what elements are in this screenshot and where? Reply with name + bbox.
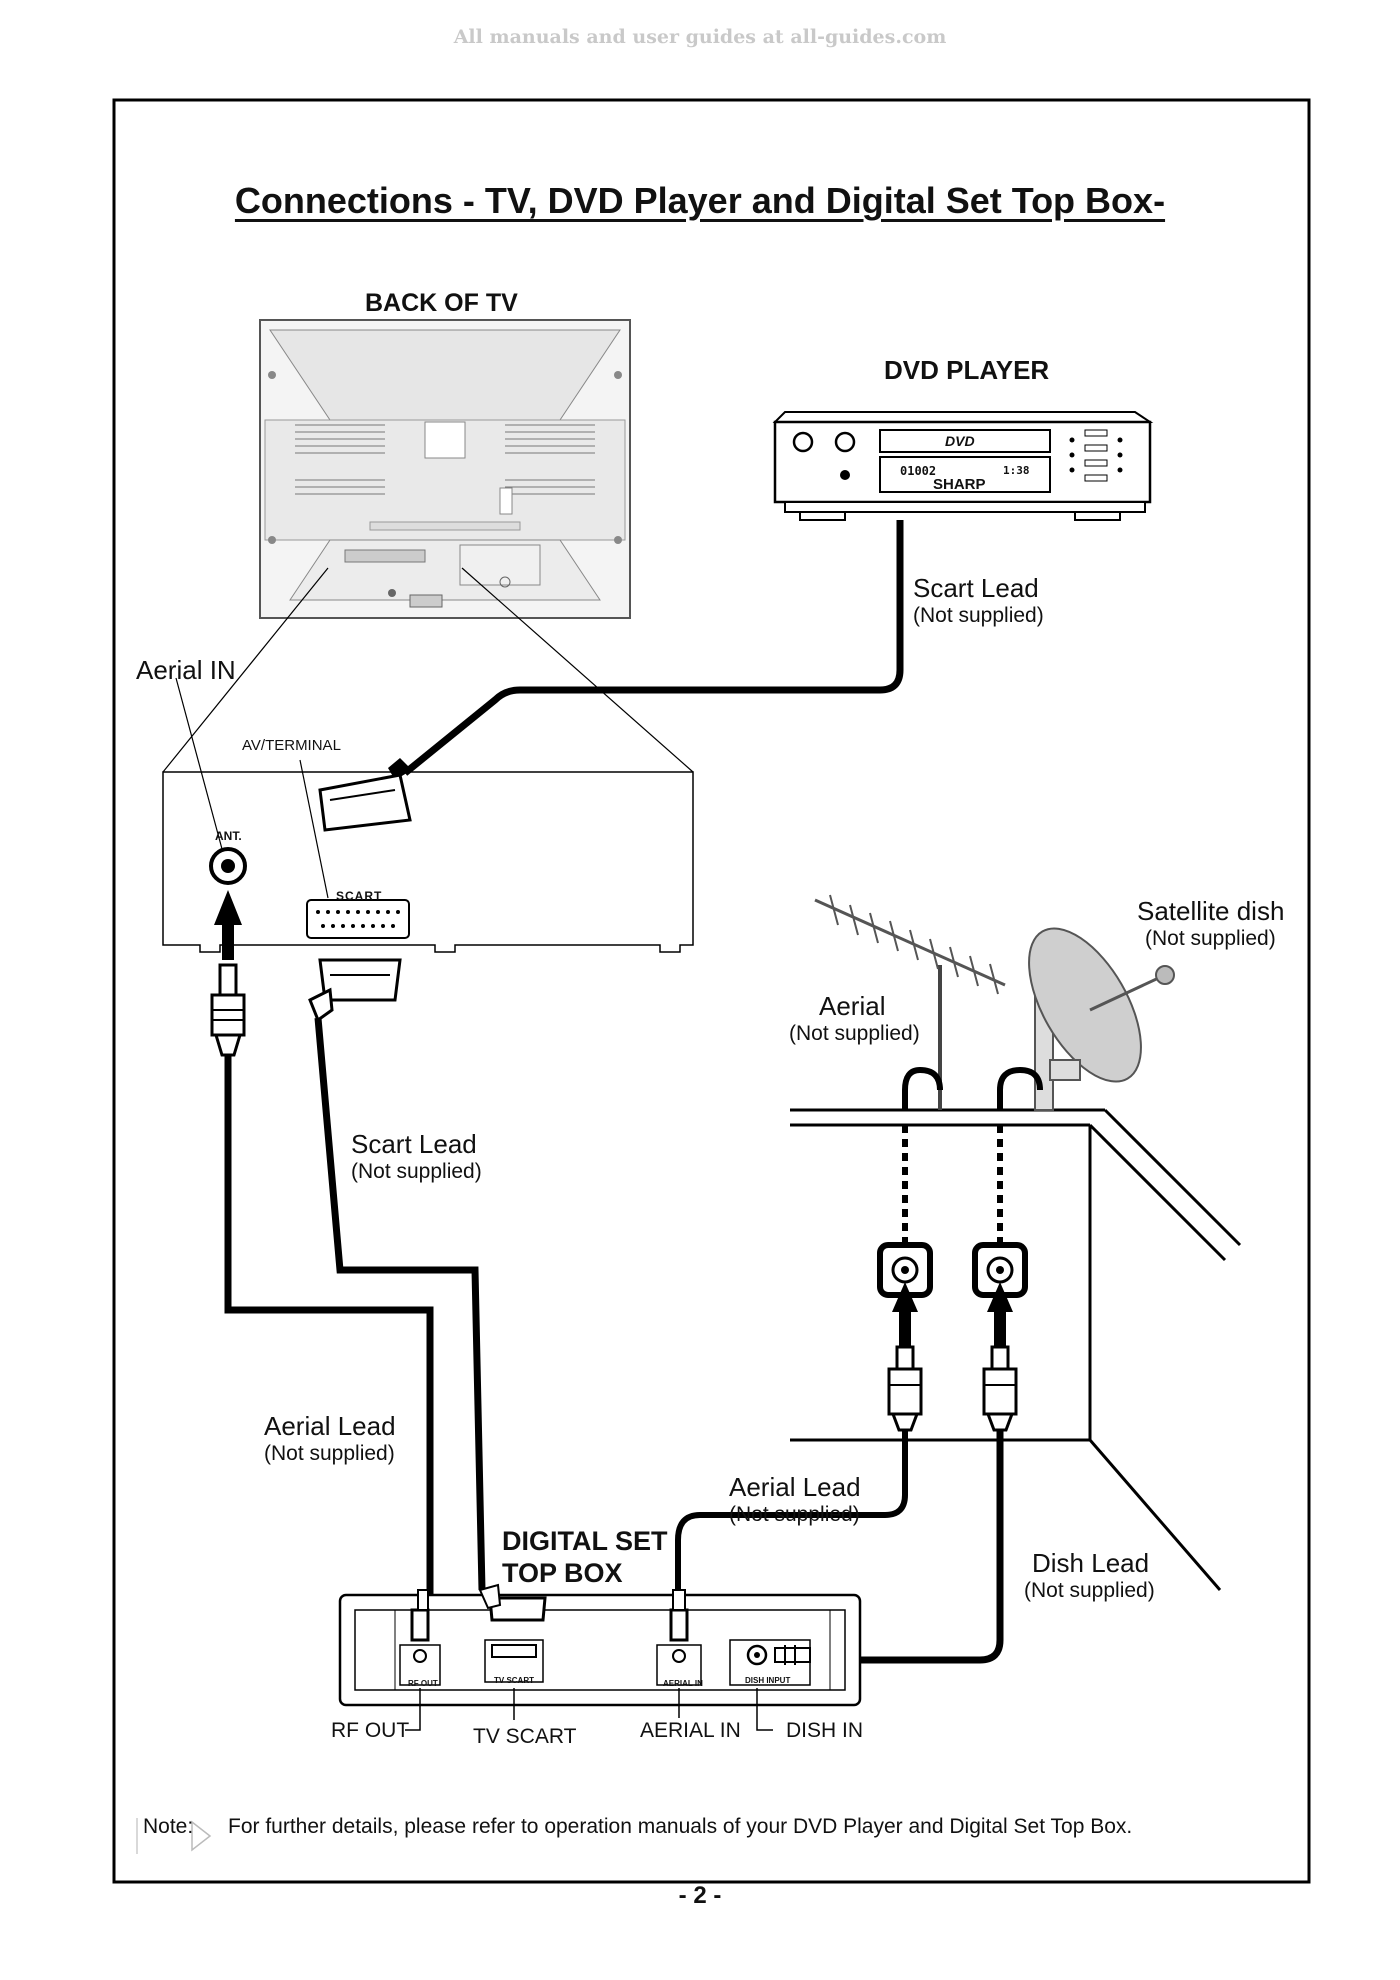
note-label: Note: xyxy=(143,1815,194,1838)
scart-label: SCART xyxy=(336,889,383,903)
scart-lead-dvd-tv xyxy=(402,520,904,776)
aerial-lead-right xyxy=(675,1430,908,1600)
aerial-plug-right xyxy=(887,1345,923,1432)
callout-rf-out: RF OUT xyxy=(331,1719,410,1742)
stb-port-dish-input: DISH INPUT xyxy=(745,1676,791,1685)
dvd-brand: SHARP xyxy=(933,476,986,493)
aerial-plug-left xyxy=(210,963,246,1057)
stb-port-rf-out: RF OUT xyxy=(408,1679,438,1688)
dvd-display-left: 01002 xyxy=(900,464,937,478)
scart-plug-top xyxy=(318,758,412,832)
scart-lead-mid-sub: (Not supplied) xyxy=(351,1160,482,1183)
stb-label-line1: DIGITAL SET xyxy=(502,1526,668,1556)
tv-label: BACK OF TV xyxy=(365,289,518,317)
ant-label: ANT. xyxy=(215,829,242,843)
aerial-cable xyxy=(902,1066,943,1110)
dish-lead-sub: (Not supplied) xyxy=(1024,1579,1155,1602)
scart-lead-mid-title: Scart Lead xyxy=(351,1129,477,1159)
page-title: Connections - TV, DVD Player and Digital… xyxy=(234,180,1166,221)
dvd-logo: DVD xyxy=(945,433,975,449)
stb-label-line2: TOP BOX xyxy=(502,1558,623,1588)
antenna-arrow xyxy=(214,890,242,960)
dvd-player-illustration xyxy=(772,411,1154,521)
av-terminal-label: AV/TERMINAL xyxy=(242,737,341,754)
aerial-in-label: Aerial IN xyxy=(136,655,236,685)
page-frame xyxy=(112,98,1311,1884)
dvd-display-right: 1:38 xyxy=(1003,464,1030,477)
house-roof xyxy=(790,1108,1242,1591)
satellite-title: Satellite dish xyxy=(1137,896,1285,926)
set-top-box xyxy=(338,1583,862,1731)
dish-cable xyxy=(997,1066,1043,1110)
page-number: - 2 - xyxy=(678,1882,722,1909)
stb-port-aerial-in: AERIAL IN xyxy=(663,1679,703,1688)
scart-plug-bottom xyxy=(308,958,402,1023)
stb-port-tv-scart: TV SCART xyxy=(494,1676,534,1685)
dish-plug-right xyxy=(982,1345,1018,1432)
satellite-sub: (Not supplied) xyxy=(1145,927,1276,950)
aerial-lead-left-sub: (Not supplied) xyxy=(264,1442,395,1465)
dish-lead-title: Dish Lead xyxy=(1032,1548,1150,1578)
aerial-lead-right-title: Aerial Lead xyxy=(729,1472,861,1502)
scart-lead-top-title: Scart Lead xyxy=(913,573,1039,603)
watermark: All manuals and user guides at all-guide… xyxy=(453,26,947,48)
callout-tv-scart: TV SCART xyxy=(473,1725,577,1748)
scart-lead-mid xyxy=(314,1017,486,1591)
dvd-label: DVD PLAYER xyxy=(884,355,1050,385)
callout-aerial-in: AERIAL IN xyxy=(640,1719,741,1742)
dish-lead xyxy=(810,1430,1004,1664)
scart-lead-top-sub: (Not supplied) xyxy=(913,604,1044,627)
scart-socket xyxy=(306,899,410,939)
callout-dish-in: DISH IN xyxy=(786,1719,864,1742)
aerial-lead-left xyxy=(224,1055,434,1630)
tv-back-illustration xyxy=(259,319,631,619)
aerial-lead-left-title: Aerial Lead xyxy=(264,1411,396,1441)
satellite-dish xyxy=(1028,927,1175,1111)
aerial-lead-right-sub: (Not supplied) xyxy=(729,1503,860,1526)
av-terminal-panel xyxy=(162,677,694,953)
aerial-sub: (Not supplied) xyxy=(789,1022,920,1045)
aerial-title: Aerial xyxy=(819,991,886,1021)
note-text: For further details, please refer to ope… xyxy=(228,1815,1133,1838)
note-arrow-icon xyxy=(191,1820,212,1852)
